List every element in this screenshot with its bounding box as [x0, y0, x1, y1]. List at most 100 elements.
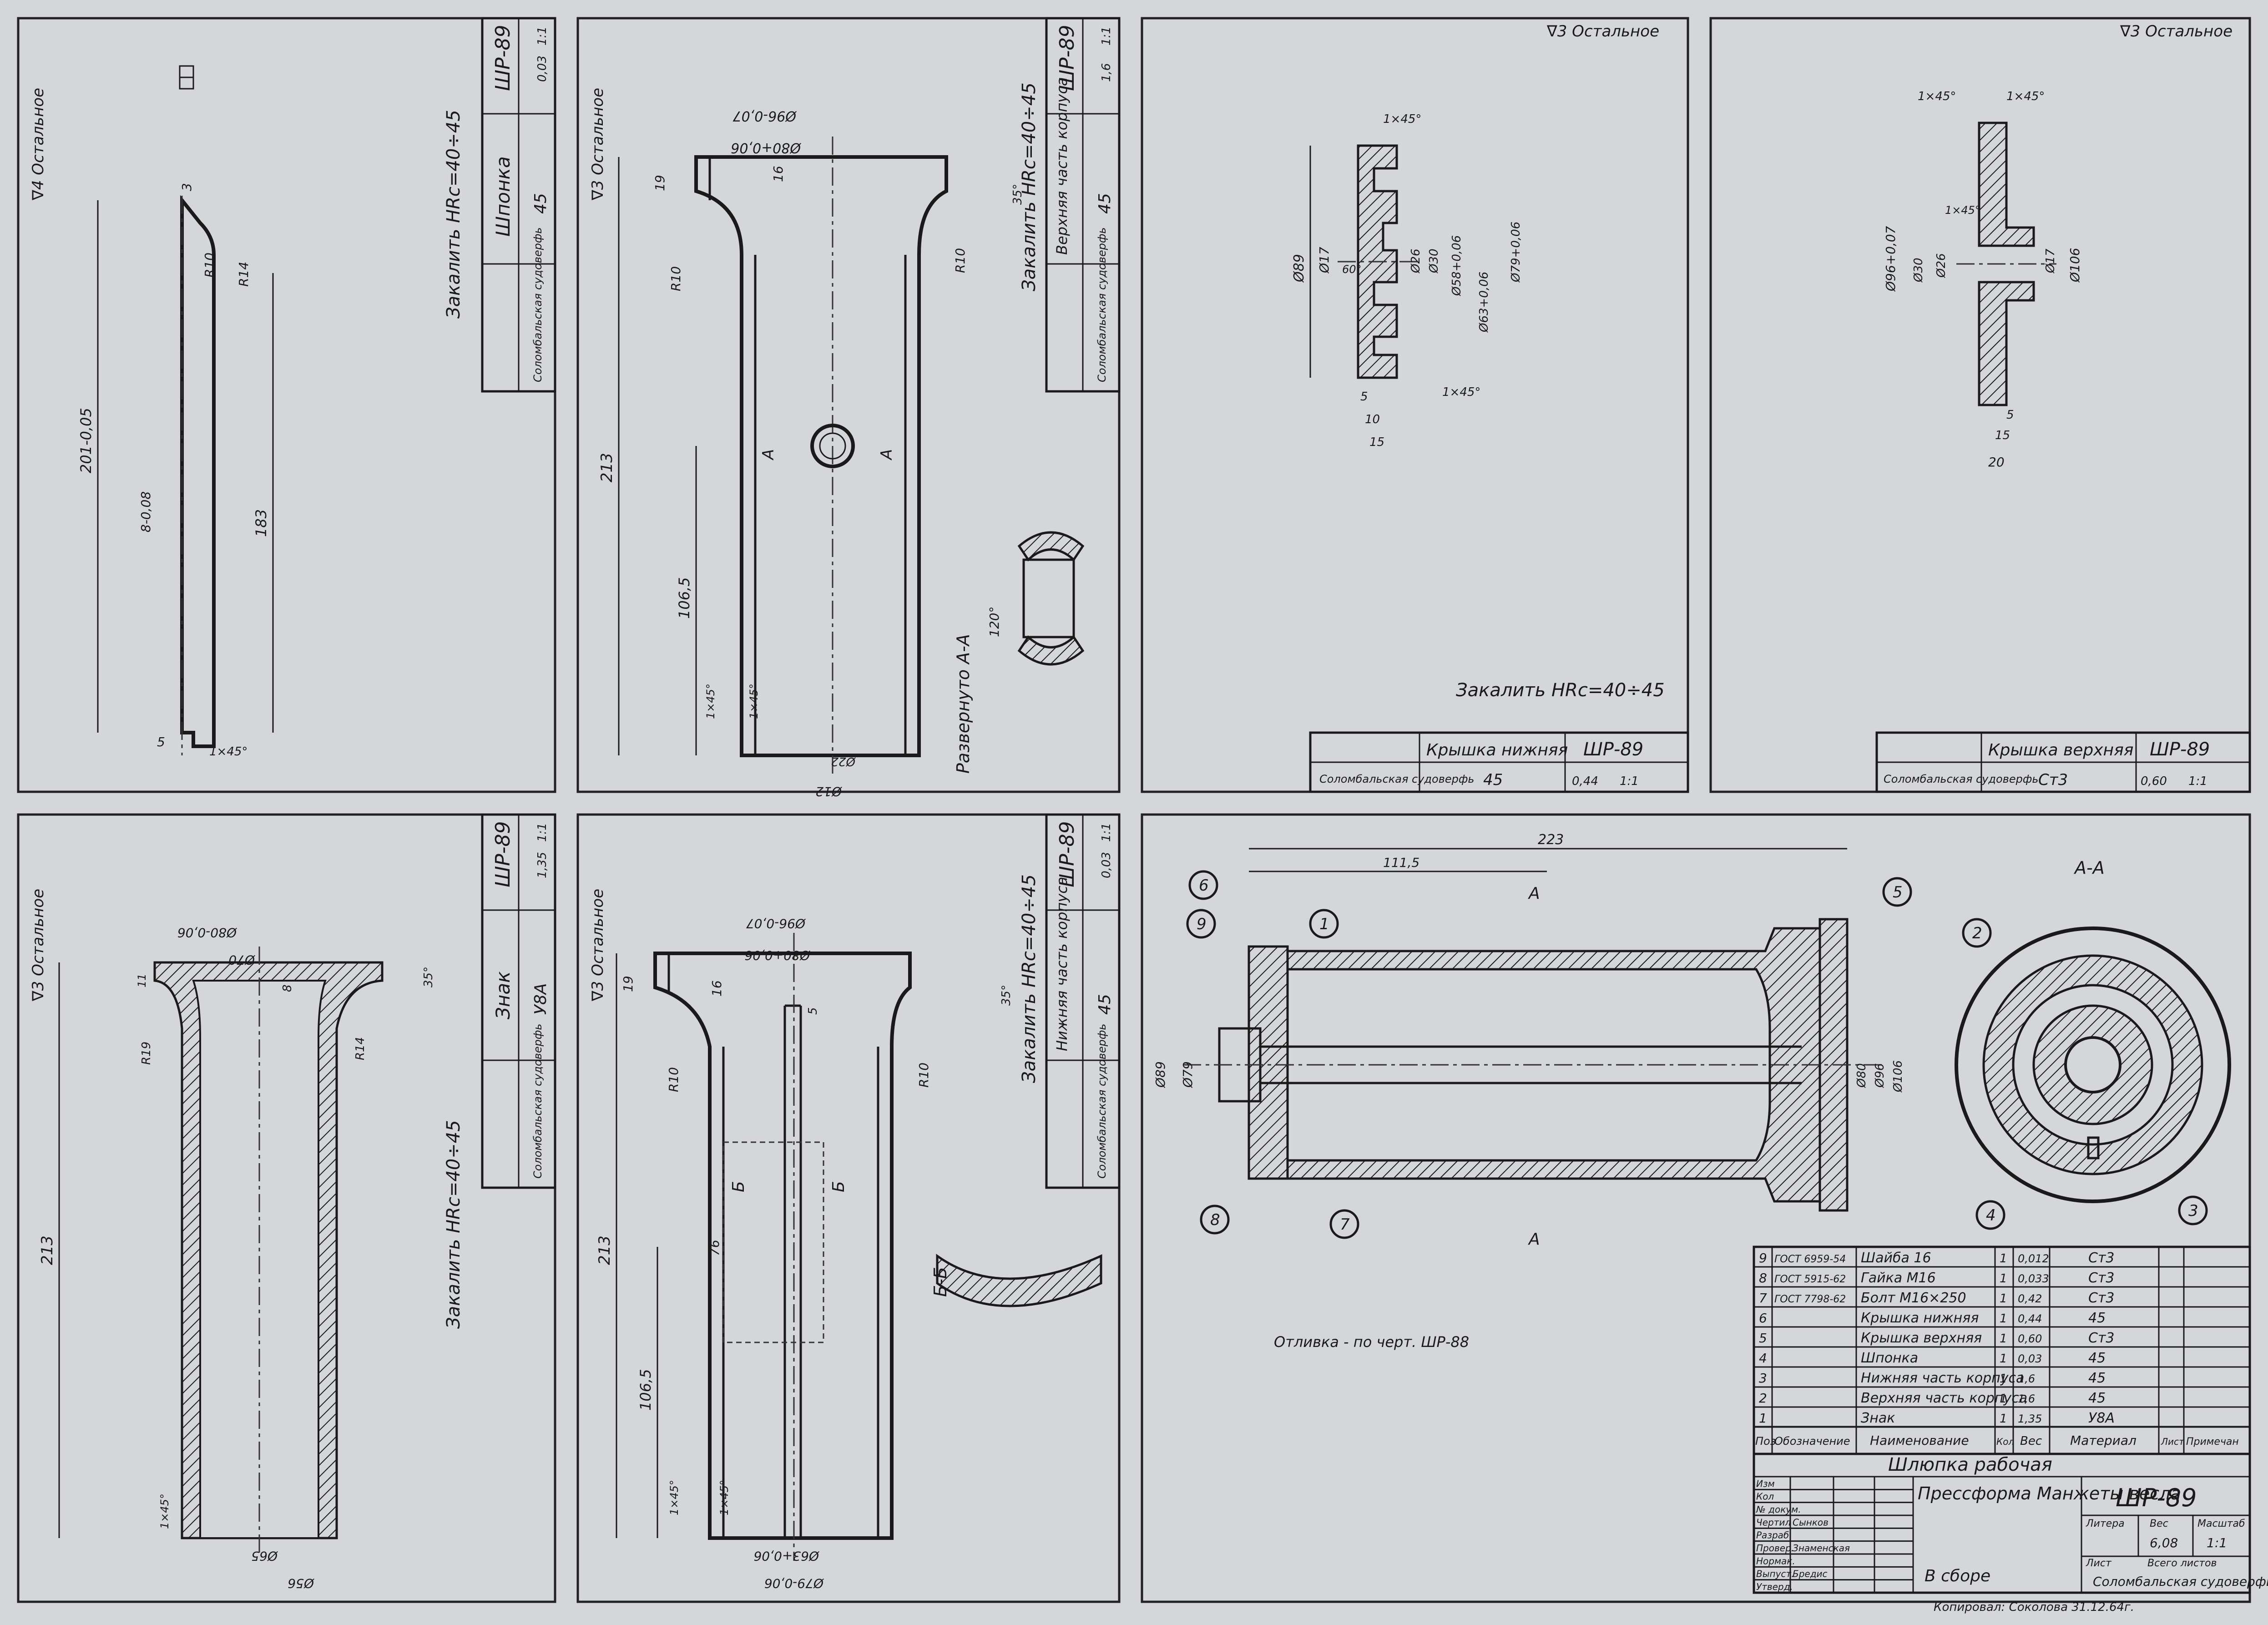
dim-chamfer-1: 1×45°	[704, 683, 717, 719]
bom-cell-weight: 1,6	[2018, 1392, 2035, 1405]
sheet-nizhnyaya: ∇3 Остальное Б Б 213 106,5 76 19 16 5 R1…	[589, 813, 1121, 1591]
bom-cell-weight: 1,6	[2018, 1372, 2035, 1385]
bom-cell-pos: 5	[1759, 1331, 1767, 1346]
stamp-scale: 1:1	[1620, 775, 1639, 788]
stamp-name: Крышка верхняя	[1988, 741, 2133, 759]
dim-201: 201-0,05	[77, 408, 95, 473]
dim-35deg: 35°	[422, 967, 435, 987]
dim-d22: 120°	[987, 607, 1002, 637]
dim-19: 19	[621, 976, 636, 992]
bom-h-ref: Обозначение	[1774, 1435, 1850, 1448]
hardening-note: Закалить HRc=40÷45	[1019, 874, 1040, 1083]
dim-chamfer-2: 1×45°	[748, 683, 760, 719]
balloon-9-label: 9	[1197, 915, 1207, 933]
bom-cell-material: У8А	[2088, 1410, 2115, 1426]
dim-213: 213	[596, 1235, 614, 1265]
dim-5: 5	[806, 1007, 820, 1015]
sheet-kryshka-verkh: ∇3 Остальное Ø96+0,07 Ø30 Ø26 Ø17 Ø106 1…	[1875, 22, 2251, 793]
dim-r10-b: R10	[953, 248, 968, 273]
stamp-scale: 1:1	[535, 823, 549, 842]
sheet-shponka: ∇4 Остальное 201-0,05 183 8-0,08 R10 R14…	[29, 17, 556, 759]
dim-chamfer-1: 1×45°	[668, 1480, 681, 1515]
dim-d106: Ø106	[1891, 1060, 1905, 1093]
body-lower-outline	[653, 952, 912, 1540]
hardening-note: Закалить HRc=40÷45	[1456, 680, 1665, 701]
dim-d65: Ø65	[251, 1549, 278, 1564]
section-b-view	[936, 1254, 1102, 1307]
title-weight-label: Вес	[2150, 1518, 2168, 1529]
bom-cell-pos: 4	[1759, 1351, 1767, 1366]
title-top: Шлюпка рабочая	[1888, 1454, 2052, 1475]
stamp-drawing-no: ШР-89	[1583, 739, 1643, 760]
dim-d96: Ø96-0,07	[746, 916, 806, 931]
bom-cell-qty: 1	[2000, 1352, 2007, 1366]
stamp-name: Шпонка	[492, 156, 514, 237]
bom-cell-material: Ст3	[2088, 1250, 2115, 1266]
stamp-row-label: Кол	[1756, 1491, 1774, 1502]
bom-cell-ref: ГОСТ 6959-54	[1774, 1254, 1846, 1265]
bom-cell-pos: 6	[1759, 1311, 1767, 1326]
stamp-org: Соломбальская судоверфь	[531, 227, 544, 382]
dim-111-5: 111,5	[1383, 855, 1419, 870]
bom-h-qty: Кол	[1996, 1436, 2014, 1447]
stamp-row-label: № докум.	[1756, 1504, 1801, 1515]
balloon-2	[1962, 918, 1992, 948]
balloon-2-label: 2	[1972, 924, 1982, 942]
cut-label-top: А	[1528, 884, 1540, 903]
balloons: 1 2 3 4 5 6 7 8 9	[1186, 870, 2208, 1239]
frame-znak	[17, 813, 556, 1603]
stamp-verkhnyaya: ШР-89 Верхняя часть корпуса 45 1,6 1:1 С…	[1045, 17, 1121, 393]
bom-cell-material: Ст3	[2088, 1330, 2115, 1346]
dim-d106: Ø106	[2067, 248, 2082, 283]
dim-35deg: 35°	[1000, 985, 1013, 1006]
title-weight: 6,08	[2150, 1535, 2178, 1550]
bom-header-row: Поз Обозначение Наименование Кол Вес Мат…	[1754, 1426, 2250, 1448]
section-caption: Б-Б	[930, 1267, 950, 1297]
stamp-org: Соломбальская судоверфь	[531, 1023, 544, 1179]
bom-h-name: Наименование	[1870, 1433, 1969, 1448]
bom-cell-material: Ст3	[2088, 1290, 2115, 1306]
dim-3: 3	[179, 183, 194, 191]
dim-d96: Ø96	[1873, 1063, 1887, 1088]
bom-cell-weight: 0,03	[2018, 1352, 2042, 1365]
dim-d89: Ø89	[1291, 254, 1307, 283]
dim-8: 8-0,08	[138, 491, 153, 532]
section-caption: Развернуто А-А	[953, 634, 973, 774]
bom-cell-qty: 1	[2000, 1392, 2007, 1406]
dim-5: 5	[157, 734, 165, 749]
bom-cell-material: 45	[2088, 1350, 2106, 1366]
bom-cell-qty: 1	[2000, 1312, 2007, 1326]
body-lower-inner	[667, 953, 879, 1538]
dim-r14: R14	[236, 262, 251, 287]
bom-h-weight: Вес	[2020, 1434, 2042, 1448]
sheet-verkhnyaya: ∇3 Остальное А А 213 106,5 Ø96-0,07 Ø80+…	[589, 17, 1121, 799]
bom-cell-material: 45	[2088, 1390, 2106, 1406]
bom-cell-name: Шпонка	[1861, 1350, 1918, 1366]
cover-upper-section-b	[1978, 281, 2035, 406]
dim-d26: Ø26	[1409, 248, 1423, 273]
dim-5: 5	[1360, 390, 1368, 404]
stamp-drawing-no: ШР-89	[491, 25, 515, 91]
dim-d17: Ø17	[1317, 247, 1332, 273]
stamp-material: Ст3	[2038, 771, 2068, 789]
assy-lower-cover	[1248, 945, 1289, 1180]
balloon-6	[1188, 870, 1218, 900]
slot-hidden	[722, 1141, 824, 1343]
bom-cell-material: 45	[2088, 1310, 2106, 1326]
dim-15: 15	[1369, 435, 1384, 449]
balloon-5	[1882, 877, 1912, 907]
stamp-znak: ШР-89 Знак У8А 1,35 1:1 Соломбальская су…	[481, 813, 556, 1189]
balloon-5-label: 5	[1893, 883, 1903, 901]
assembly-section: 223 111,5 Ø89 Ø79 Ø80 Ø96 Ø106 А А	[1153, 832, 1905, 1249]
dim-5: 5	[2006, 408, 2014, 422]
stamp-weight: 0,44	[1572, 775, 1598, 788]
stamp-name: Верхняя часть корпуса	[1053, 77, 1071, 255]
dim-16: 16	[709, 980, 724, 997]
balloon-4	[1975, 1200, 2005, 1230]
dim-16: 16	[771, 166, 786, 182]
dim-chamfer: 1×45°	[209, 745, 248, 759]
stamp-drawing-no: ШР-89	[491, 821, 515, 887]
stamp-row-label: Утверд.	[1756, 1581, 1793, 1592]
